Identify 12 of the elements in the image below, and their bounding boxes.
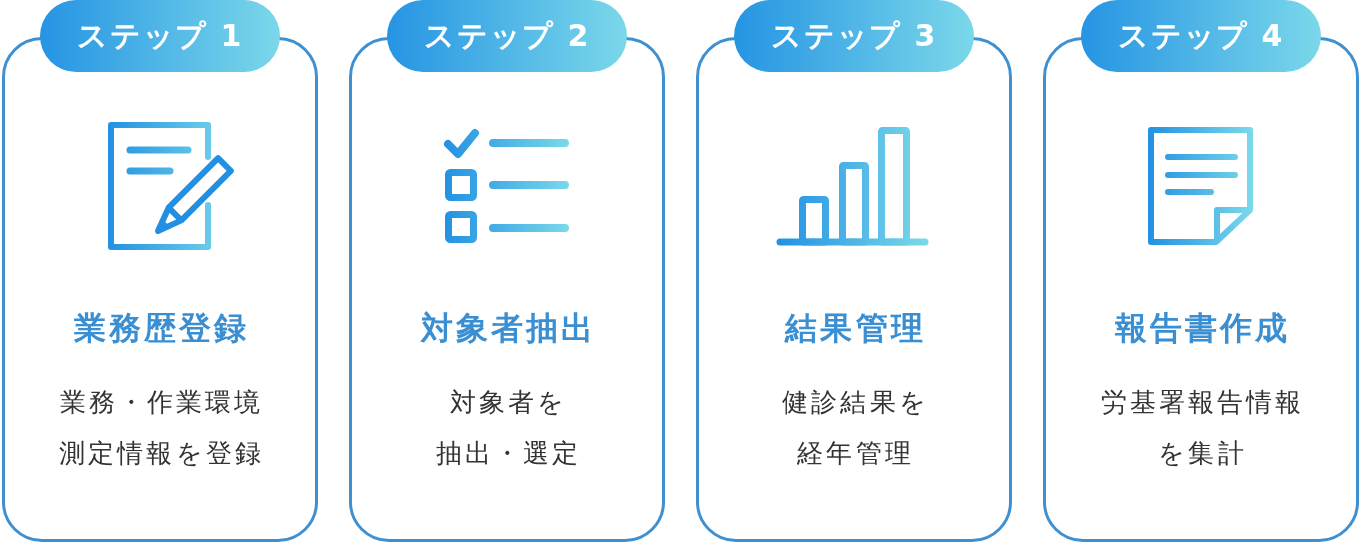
step-pill: ステップ 1 <box>40 0 280 72</box>
description-text: 業務・作業環境測定情報を登録 <box>58 385 265 470</box>
card-heading: 対象者抽出 <box>419 307 597 349</box>
card-heading: 報告書作成 <box>1113 307 1291 349</box>
card-heading: 業務歴登録 <box>72 307 250 349</box>
description-text: 健診結果を経年管理 <box>781 385 930 470</box>
step-pill: ステップ 4 <box>1081 0 1321 72</box>
description-text: 労基署報告情報を集計 <box>1099 385 1306 470</box>
description-text: 対象者を抽出・選定 <box>434 385 583 470</box>
step-pill: ステップ 3 <box>734 0 974 72</box>
step-pill: ステップ 2 <box>387 0 627 72</box>
card-heading: 結果管理 <box>783 307 926 349</box>
